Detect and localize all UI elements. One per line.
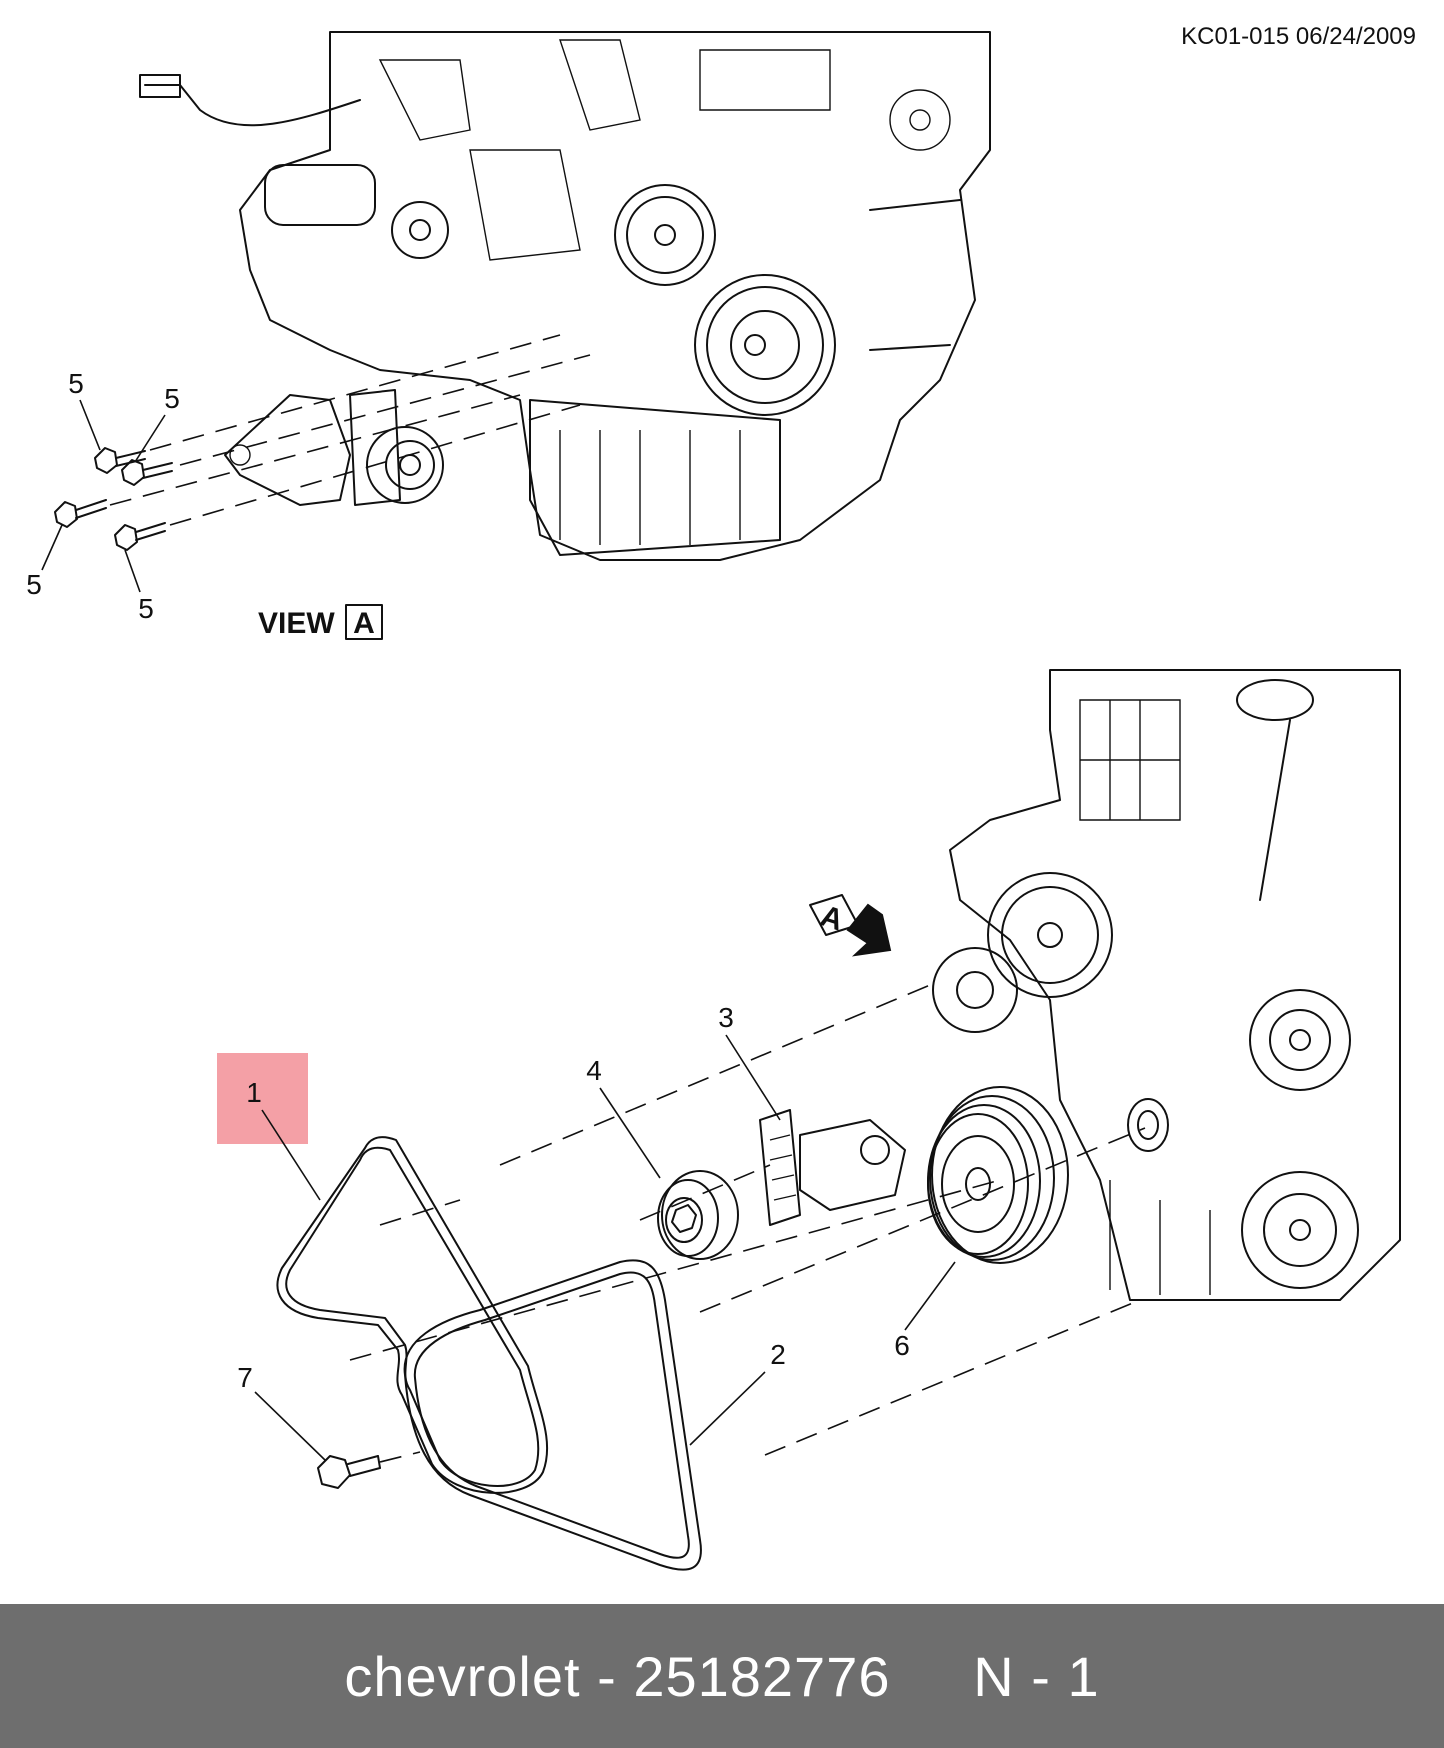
callout-5a: 5 xyxy=(68,368,84,399)
view-label-letter: A xyxy=(353,607,375,640)
callout-1-highlight xyxy=(217,1053,308,1144)
serpentine-belt-1 xyxy=(276,1136,549,1494)
bolt-5a xyxy=(94,447,146,474)
belt-drive-diagram: KC01-015 06/24/2009 xyxy=(26,23,1416,1571)
top-engine-illustration xyxy=(139,31,991,561)
bolt-7 xyxy=(317,1455,381,1489)
belt-tensioner xyxy=(759,1109,906,1226)
bolt-5d xyxy=(114,522,166,551)
crankshaft-pulley xyxy=(927,1086,1069,1264)
callout-3: 3 xyxy=(718,1002,734,1033)
callout-5d: 5 xyxy=(138,593,154,624)
footer-text: chevrolet - 25182776 N - 1 xyxy=(344,1644,1100,1708)
top-alignment-lines xyxy=(109,334,591,526)
tensioner-bracket-view-a xyxy=(224,389,444,506)
callout-2: 2 xyxy=(770,1339,786,1370)
serpentine-belt-2 xyxy=(403,1259,702,1571)
view-label-text: VIEW xyxy=(258,607,335,640)
bottom-alignment-lines xyxy=(349,984,1146,1463)
callout-1: 1 xyxy=(246,1077,262,1108)
bolt-set-5 xyxy=(54,447,173,551)
bolt-5c xyxy=(54,499,107,528)
bolt-5b xyxy=(121,459,173,486)
callout-5b: 5 xyxy=(164,383,180,414)
view-a-label: VIEW A xyxy=(258,604,383,640)
bottom-engine-illustration xyxy=(932,669,1401,1301)
part-number-footer: chevrolet - 25182776 N - 1 xyxy=(0,1604,1444,1748)
idler-pulley xyxy=(657,1170,739,1260)
callout-5c: 5 xyxy=(26,569,42,600)
callout-6: 6 xyxy=(894,1330,910,1361)
view-arrow-letter: A xyxy=(816,899,847,937)
callout-7: 7 xyxy=(237,1362,253,1393)
view-a-arrow: A xyxy=(809,894,892,957)
callout-4: 4 xyxy=(586,1055,602,1086)
diagram-code: KC01-015 06/24/2009 xyxy=(1181,23,1416,50)
